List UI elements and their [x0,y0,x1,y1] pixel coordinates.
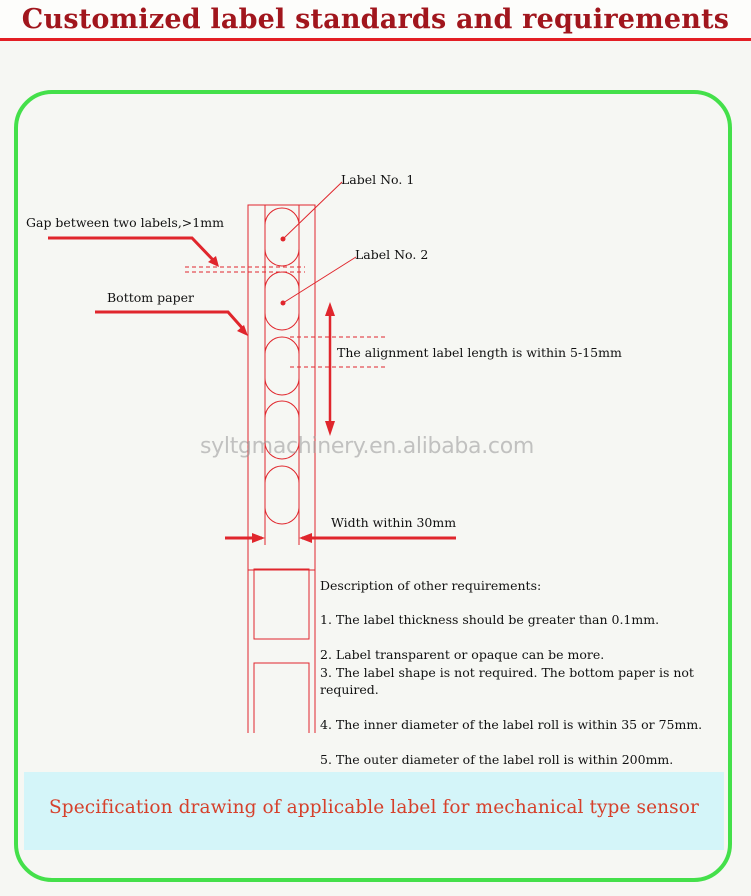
width-arrowhead-left [252,533,265,543]
width-text: Width within 30mm [331,515,457,530]
label-strip [247,204,316,571]
label-1-dot [280,236,286,242]
label-no-1-text: Label No. 1 [341,172,415,187]
label-shape-3 [264,336,300,396]
requirement-item-1: 1. The label thickness should be greater… [320,612,660,627]
rect-label-1 [253,568,310,640]
requirement-item-2: 2. Label transparent or opaque can be mo… [320,647,605,662]
gap-arrow-line [48,236,217,264]
gap-arrowhead [208,256,219,267]
label-shape-2 [264,271,300,331]
gap-text: Gap between two labels,>1mm [26,215,224,230]
alignment-arrowhead-down [325,421,335,436]
leader-label-1 [282,181,343,240]
rect-label-2 [253,662,310,733]
requirement-item-5: 5. The outer diameter of the label roll … [320,752,674,767]
requirement-item-3: 3. The label shape is not required. The … [320,665,694,697]
caption-band [24,772,724,850]
label-shape-1 [264,207,300,267]
bottom-paper-text: Bottom paper [107,290,194,305]
alignment-arrowhead-up [325,302,335,316]
label-shape-4 [264,400,300,460]
watermark: syltgmachinery.en.alibaba.com [200,434,534,459]
label-no-2-text: Label No. 2 [355,247,429,262]
bottom-paper-arrow-line [95,310,246,331]
leader-label-2 [282,256,357,304]
requirements-heading: Description of other requirements: [320,578,542,593]
width-arrowhead-right [299,533,312,543]
alignment-text: The alignment label length is within 5-1… [337,345,622,360]
page-title: Customized label standards and requireme… [21,4,730,35]
header-stripe [0,38,751,41]
requirement-item-4: 4. The inner diameter of the label roll … [320,717,703,732]
header [0,0,751,38]
label-2-dot [280,300,286,306]
caption-text: Specification drawing of applicable labe… [49,797,699,818]
bottom-paper-arrowhead [237,325,248,336]
content-frame [14,90,732,882]
label-shape-5 [264,465,300,525]
